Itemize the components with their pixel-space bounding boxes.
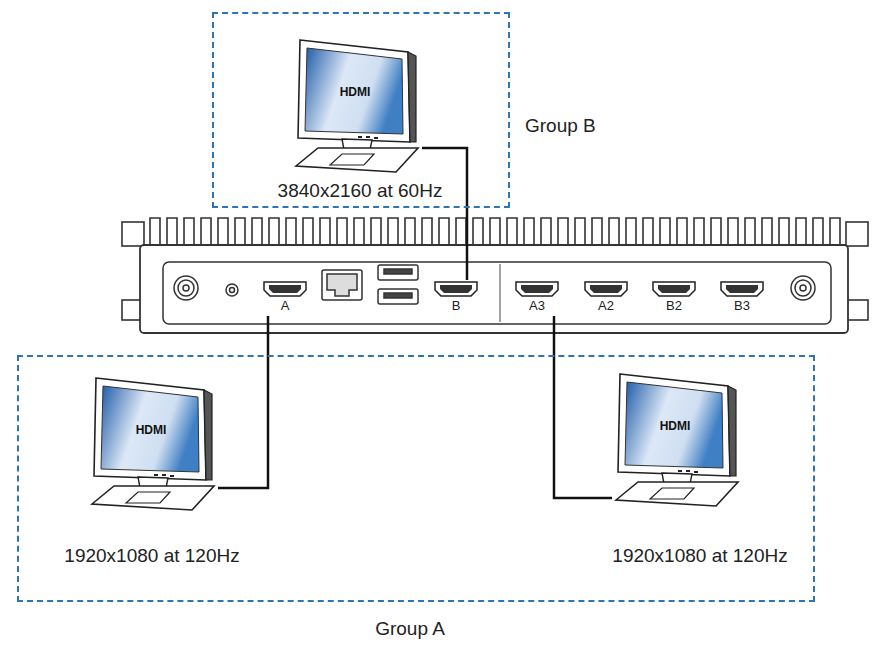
port-label: A (281, 299, 290, 314)
hdmi-port: B (433, 280, 479, 316)
housing (140, 245, 848, 333)
resolution-label: 1920x1080 at 120Hz (612, 545, 787, 567)
mount-ear (846, 222, 868, 246)
rj45-port (322, 270, 362, 300)
port-label: B3 (734, 299, 750, 314)
mount-ear (122, 222, 144, 246)
coax-connector (174, 276, 198, 300)
port-label: A2 (598, 299, 614, 314)
hdmi-port: A2 (583, 280, 629, 316)
hdmi-socket (651, 280, 697, 298)
hdmi-socket (719, 280, 765, 298)
hdmi-socket (514, 280, 560, 298)
front-panel (163, 262, 831, 324)
hdmi-socket (262, 280, 308, 298)
hdmi-socket (433, 280, 479, 298)
monitor-drawing (292, 38, 422, 176)
resolution-label: 1920x1080 at 120Hz (64, 545, 239, 567)
group-label: Group A (375, 618, 445, 640)
monitor: HDMI1920x1080 at 120Hz (612, 372, 742, 510)
hdmi-cable (554, 316, 612, 498)
resolution-label: 3840x2160 at 60Hz (278, 180, 443, 202)
coax-connector (791, 276, 815, 300)
port-label: B (452, 299, 461, 314)
hdmi-cable (422, 148, 467, 280)
screen-label: HDMI (660, 420, 691, 434)
heat-fins (148, 218, 846, 246)
hdmi-port: A3 (514, 280, 560, 316)
screen-label: HDMI (136, 424, 167, 438)
monitor: HDMI1920x1080 at 120Hz (88, 376, 218, 514)
hdmi-port: B2 (651, 280, 697, 316)
monitor-drawing (88, 376, 218, 514)
heat-fin-strokes (148, 218, 846, 246)
group-box: Group AHDMI1920x1080 at 120HzHDMI1920x10… (17, 355, 815, 602)
hdmi-port: A (262, 280, 308, 316)
hdmi-cable (218, 316, 268, 488)
hdmi-port: B3 (719, 280, 765, 316)
group-label: Group B (525, 115, 596, 137)
port-label: A3 (529, 299, 545, 314)
screen-label: HDMI (340, 86, 371, 100)
port-label: B2 (666, 299, 682, 314)
monitor-drawing (612, 372, 742, 510)
usb-ports (378, 265, 418, 304)
panel-divider (499, 264, 500, 322)
group-box: Group BHDMI3840x2160 at 60Hz (212, 12, 510, 208)
hdmi-socket (583, 280, 629, 298)
mount-ear (846, 300, 868, 320)
audio-jack (226, 284, 238, 296)
monitor: HDMI3840x2160 at 60Hz (292, 38, 422, 176)
